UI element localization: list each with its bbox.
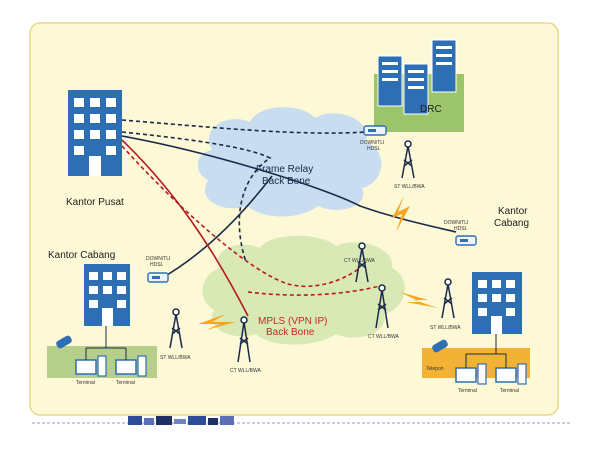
branch-building-icon — [472, 272, 522, 334]
mpls-label: MPLS (VPN IP) — [258, 316, 327, 327]
terminal-label: Terminal — [76, 380, 95, 386]
modem-icon — [147, 272, 169, 283]
kantor-cabang-right-label: Kantor — [498, 206, 528, 217]
mpls-cloud — [202, 235, 405, 345]
modem-icon — [455, 235, 477, 246]
frame-relay-cloud — [197, 107, 382, 217]
terminal-label: Terminal — [116, 380, 135, 386]
red-links — [121, 139, 381, 317]
modem-drc-label: HDSL — [367, 146, 381, 152]
dark-links — [121, 119, 457, 279]
kantor-cabang-right-label: Cabang — [494, 218, 529, 229]
terminal-label: Terminal — [500, 388, 519, 394]
tower-ct-bottom-left-label: CT WLL/BWA — [230, 368, 262, 374]
telepon-label: Telepon — [426, 366, 444, 372]
antenna-tower-icon — [441, 278, 455, 319]
tower-st-left-label: ST WLL/BWA — [160, 355, 191, 361]
antenna-tower-icon — [355, 242, 369, 283]
modem-left-label: DOWN/TLI — [146, 256, 170, 262]
antenna-tower-icon — [169, 308, 183, 349]
frame-relay-label: Frame Relay — [256, 164, 313, 175]
frame-relay-label: Back Bone — [262, 176, 311, 187]
tower-st-drc-label: ST WLL/BWA — [394, 184, 425, 190]
modem-right-label: HDSL — [454, 226, 468, 232]
telephone-icon — [432, 339, 448, 353]
kantor-pusat-building-icon — [68, 90, 122, 176]
drc-label: DRC — [420, 104, 442, 115]
server-icon — [431, 39, 457, 93]
mpls-label: Back Bone — [266, 327, 315, 338]
server-icon — [403, 63, 429, 115]
modem-left-label: HDSL — [150, 262, 164, 268]
antenna-tower-icon — [375, 284, 389, 329]
modem-drc-label: DOWN/TLI — [360, 140, 384, 146]
branch-building-icon — [84, 264, 130, 326]
computer-icon — [75, 355, 107, 377]
terminal-label: Terminal — [458, 388, 477, 394]
garbled-caption-strip — [32, 416, 572, 425]
kantor-cabang-left-label: Kantor Cabang — [48, 250, 115, 261]
antenna-tower-icon — [401, 140, 415, 179]
tower-st-right-label: ST WLL/BWA — [430, 325, 461, 331]
lan-wiring-left — [85, 326, 127, 360]
server-icon — [377, 55, 403, 107]
modem-icon — [363, 125, 387, 136]
modem-right-label: DOWN/TLI — [444, 220, 468, 226]
telephone-icon — [56, 335, 72, 349]
tower-ct-mid-right-label: CT WLL/BWA — [368, 334, 400, 340]
wireless-bolt-icon — [198, 314, 236, 330]
lan-wiring-right — [465, 334, 507, 368]
kantor-pusat-label: Kantor Pusat — [66, 197, 124, 208]
wireless-bolt-icon — [400, 292, 438, 308]
wireless-bolt-icon — [392, 196, 410, 232]
computer-icon — [455, 363, 487, 385]
tower-ct-center-label: CT WLL/BWA — [344, 258, 376, 264]
antenna-tower-icon — [237, 316, 251, 363]
